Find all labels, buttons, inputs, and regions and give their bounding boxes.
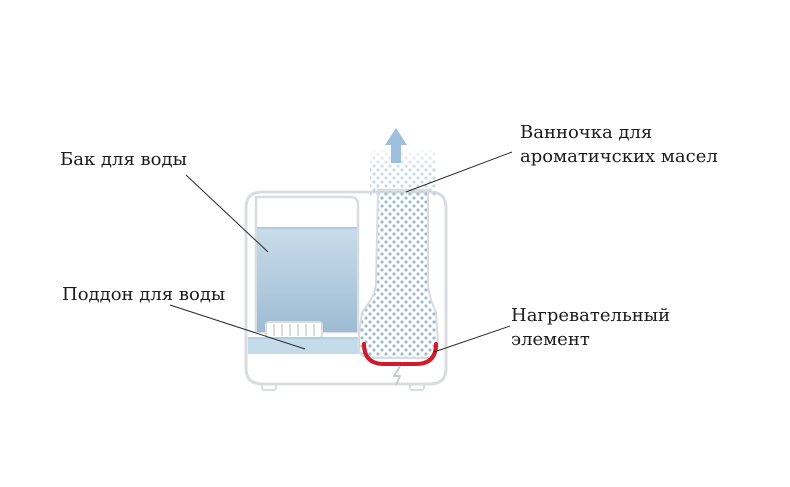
steam-column <box>356 189 440 359</box>
arrow-up-icon <box>385 128 407 163</box>
left-foot <box>261 383 277 391</box>
label-heater-line2: элемент <box>511 329 590 350</box>
tank-valve <box>265 321 323 339</box>
humidifier-body <box>244 190 448 386</box>
heating-element <box>362 342 438 366</box>
water-tank-outline <box>254 195 360 334</box>
label-water-tray: Поддон для воды <box>62 284 226 305</box>
water-tank-water <box>257 228 357 332</box>
lightning-bolt-icon <box>393 365 401 386</box>
label-aroma-tray-line2: ароматичских масел <box>520 146 718 167</box>
water-tray <box>248 338 360 354</box>
leader-aroma-tray <box>405 151 513 193</box>
leader-water-tank <box>185 174 269 253</box>
leader-water-tray <box>169 304 306 350</box>
label-aroma-tray-line1: Ванночка для <box>520 122 653 143</box>
leader-heater <box>433 325 511 353</box>
right-foot <box>409 383 425 391</box>
label-heater-line1: Нагревательный <box>511 305 671 326</box>
label-water-tank: Бак для воды <box>60 149 187 170</box>
